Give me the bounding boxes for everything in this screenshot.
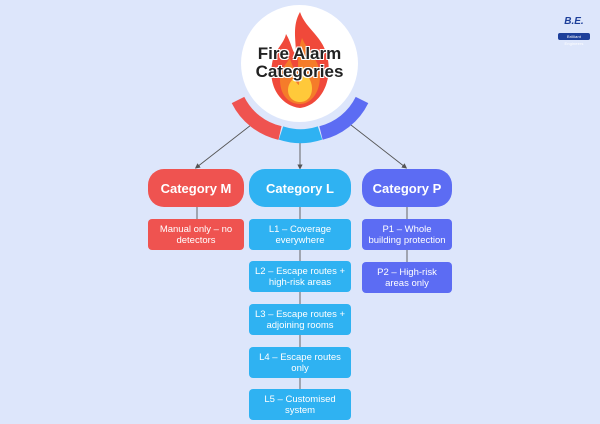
title-line-1: Fire Alarm xyxy=(257,44,342,63)
category-l-pill: Category L xyxy=(249,169,351,207)
brand-tagline-bar: Brilliant Engineers xyxy=(558,33,590,46)
arrow-to-category-p xyxy=(341,117,408,169)
category-l-item-1: L1 – Coverage everywhere xyxy=(249,219,351,250)
diagram-title: Fire Alarm Categories xyxy=(241,45,358,81)
category-l-item-5: L5 – Customised system xyxy=(249,389,351,420)
flame-icon xyxy=(271,12,329,108)
category-p-pill: Category P xyxy=(362,169,452,207)
category-m-item-1: Manual only – no detectors xyxy=(148,219,244,250)
brand-logo: B.E. xyxy=(564,16,584,27)
category-p-item-2: P2 – High-risk areas only xyxy=(362,262,452,293)
title-line-2: Categories xyxy=(255,62,344,81)
category-p-item-1: P1 – Whole building protection xyxy=(362,219,452,250)
arc-segment-red xyxy=(231,96,282,140)
category-l-item-4: L4 – Escape routes only xyxy=(249,347,351,378)
category-m-pill: Category M xyxy=(148,169,244,207)
arc-segment-indigo xyxy=(319,96,369,140)
arrow-to-category-m xyxy=(194,117,261,169)
category-l-item-3: L3 – Escape routes + adjoining rooms xyxy=(249,304,351,335)
arc-segment-blue xyxy=(278,126,323,144)
brand-tagline: Brilliant Engineers xyxy=(564,34,584,46)
category-l-item-2: L2 – Escape routes + high-risk areas xyxy=(249,261,351,292)
